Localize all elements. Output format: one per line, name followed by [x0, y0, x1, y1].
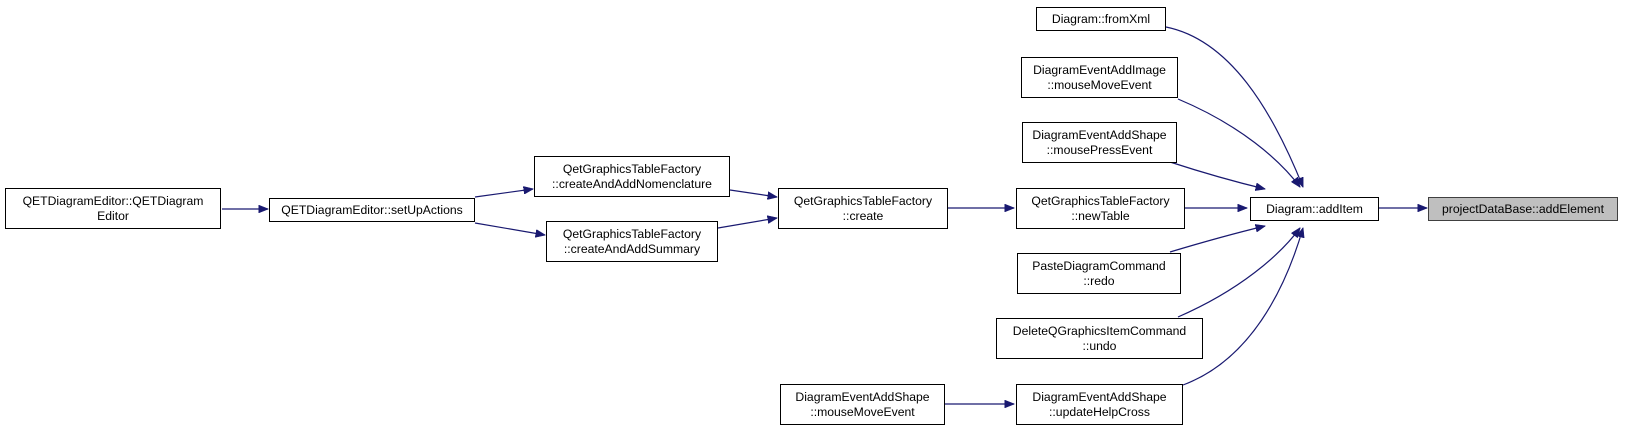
node-addshape-mousemove[interactable]: DiagramEventAddShape ::mouseMoveEvent	[780, 384, 945, 425]
node-label-line1: QetGraphicsTableFactory	[1031, 194, 1170, 208]
node-diagram-fromxml[interactable]: Diagram::fromXml	[1036, 7, 1166, 31]
node-label-line2: Editor	[97, 208, 129, 223]
node-label-line2: ::mousePressEvent	[1046, 142, 1153, 157]
node-label-line2: ::undo	[1082, 338, 1117, 353]
node-label-line2: ::createAndAddNomenclature	[552, 176, 712, 191]
node-factory-newtable[interactable]: QetGraphicsTableFactory ::newTable	[1016, 188, 1185, 229]
node-label-line1: DeleteQGraphicsItemCommand	[1012, 324, 1187, 338]
node-diagram-additem[interactable]: Diagram::addItem	[1250, 197, 1379, 221]
node-create-and-add-summary[interactable]: QetGraphicsTableFactory ::createAndAddSu…	[546, 221, 718, 262]
node-label-line1: DiagramEventAddShape	[795, 390, 930, 404]
node-setupactions[interactable]: QETDiagramEditor::setUpActions	[269, 198, 475, 222]
node-label-line2: ::create	[842, 208, 884, 223]
edge-addimage-to-additem	[1177, 98, 1300, 187]
node-label-line1: QETDiagramEditor::QETDiagram	[22, 194, 204, 208]
edge-summary-to-create	[717, 218, 777, 229]
node-label-line1: DiagramEventAddShape	[1032, 390, 1167, 404]
node-addimage-mousemove[interactable]: DiagramEventAddImage ::mouseMoveEvent	[1021, 57, 1178, 98]
node-label-line2: ::createAndAddSummary	[563, 241, 701, 256]
node-label-line2: ::mouseMoveEvent	[1047, 77, 1152, 92]
node-label-line2: ::mouseMoveEvent	[810, 404, 915, 419]
edge-setupactions-to-nomenclature	[474, 189, 533, 198]
node-qetdiagrameditor-ctor[interactable]: QETDiagramEditor::QETDiagram Editor	[5, 188, 221, 229]
node-factory-create[interactable]: QetGraphicsTableFactory ::create	[778, 188, 948, 229]
edge-helpcross-to-additem	[1182, 228, 1303, 386]
node-label-line1: PasteDiagramCommand	[1032, 259, 1166, 273]
edge-redo-to-additem	[1169, 226, 1265, 253]
node-paste-redo[interactable]: PasteDiagramCommand ::redo	[1017, 253, 1181, 294]
node-label-line1: QetGraphicsTableFactory	[793, 194, 933, 208]
edge-nomenclature-to-create	[729, 189, 777, 197]
node-addshape-helpcross[interactable]: DiagramEventAddShape ::updateHelpCross	[1016, 384, 1183, 425]
node-label-line1: QetGraphicsTableFactory	[562, 162, 702, 176]
edge-undo-to-additem	[1177, 228, 1300, 318]
node-create-and-add-nomenclature[interactable]: QetGraphicsTableFactory ::createAndAddNo…	[534, 156, 730, 197]
edge-fromxml-to-additem	[1165, 26, 1304, 187]
node-delete-undo[interactable]: DeleteQGraphicsItemCommand ::undo	[996, 318, 1203, 359]
node-label-line1: DiagramEventAddShape	[1032, 128, 1167, 142]
node-label-line1: Diagram::fromXml	[1051, 11, 1151, 26]
node-label-line2: ::redo	[1083, 273, 1115, 288]
node-label-line1: Diagram::addItem	[1266, 201, 1363, 216]
node-label-line1: DiagramEventAddImage	[1033, 63, 1166, 77]
edge-mousepress-to-additem	[1169, 161, 1265, 189]
node-addshape-mousepress[interactable]: DiagramEventAddShape ::mousePressEvent	[1022, 122, 1177, 163]
node-label-line1: QETDiagramEditor::setUpActions	[281, 202, 463, 217]
node-label-line2: ::newTable	[1071, 208, 1130, 223]
edge-setupactions-to-summary	[474, 222, 545, 235]
node-label-line1: QetGraphicsTableFactory	[562, 227, 702, 241]
node-label-line2: ::updateHelpCross	[1049, 404, 1150, 419]
node-label-line1: projectDataBase::addElement	[1442, 201, 1604, 216]
node-projectdatabase-addelement: projectDataBase::addElement	[1428, 197, 1618, 221]
